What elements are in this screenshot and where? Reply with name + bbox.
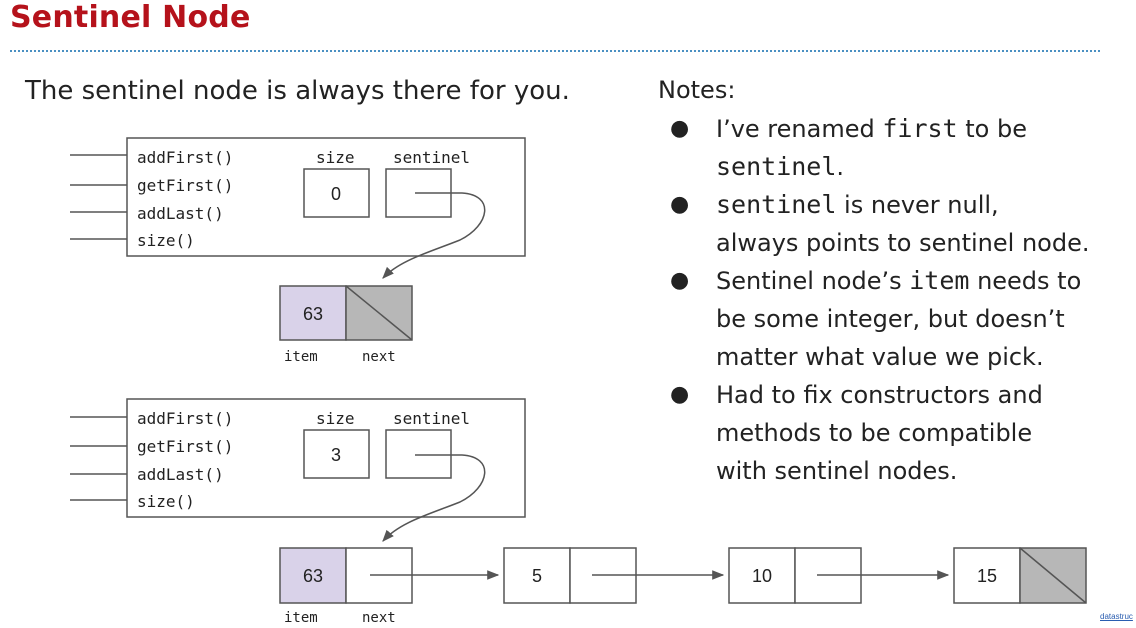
note-code: sentinel bbox=[716, 190, 837, 219]
citation-link[interactable]: datastruc bbox=[1100, 612, 1133, 621]
node-item-cell bbox=[953, 547, 1021, 604]
note-text: methods to be compatible bbox=[716, 419, 1033, 447]
size-field-box bbox=[303, 429, 370, 479]
note-text: be some integer, but doesn’t bbox=[716, 305, 1065, 333]
node-item-cell bbox=[728, 547, 796, 604]
next-label: next bbox=[362, 349, 396, 365]
sentinel-item-cell bbox=[279, 285, 347, 341]
note-text: to be bbox=[957, 115, 1027, 143]
sentinel-pointer-arrow bbox=[382, 192, 486, 279]
notes-list: ● I’ve renamed first to be sentinel. ● s… bbox=[658, 110, 1128, 490]
note-code: sentinel bbox=[716, 152, 837, 181]
item-label: item bbox=[284, 610, 318, 626]
notes-panel: Notes: ● I’ve renamed first to be sentin… bbox=[658, 76, 1128, 490]
bullet-icon: ● bbox=[670, 268, 690, 293]
sentinel-field-box bbox=[385, 429, 452, 479]
note-text: Had to fix constructors and bbox=[716, 381, 1043, 409]
sentinel-field-label: sentinel bbox=[393, 409, 470, 428]
node-item-value: 5 bbox=[532, 566, 542, 586]
note-text: needs to bbox=[969, 267, 1082, 295]
method-label: addLast() bbox=[137, 204, 224, 223]
note-text: Sentinel node’s bbox=[716, 267, 910, 295]
note-code: item bbox=[909, 266, 970, 295]
sentinel-item-cell bbox=[279, 547, 347, 604]
note-text: I’ve renamed bbox=[716, 115, 883, 143]
note-item-4: ● Had to fix constructors and methods to… bbox=[658, 376, 1128, 490]
note-item-3: ● Sentinel node’s item needs to be some … bbox=[658, 262, 1128, 376]
bullet-icon: ● bbox=[670, 382, 690, 407]
size-value: 3 bbox=[331, 445, 341, 465]
method-label: getFirst() bbox=[137, 176, 233, 195]
note-item-1: ● I’ve renamed first to be sentinel. bbox=[658, 110, 1128, 186]
note-text: . bbox=[836, 153, 845, 181]
note-text: with sentinel nodes. bbox=[716, 457, 958, 485]
note-text: always points to sentinel node. bbox=[716, 229, 1090, 257]
note-code: first bbox=[882, 114, 958, 143]
sentinel-item-value: 63 bbox=[303, 304, 323, 324]
node-item-value: 15 bbox=[977, 566, 997, 586]
method-label: addFirst() bbox=[137, 148, 233, 167]
bullet-icon: ● bbox=[670, 116, 690, 141]
sentinel-field-label: sentinel bbox=[393, 148, 470, 167]
size-field-label: size bbox=[316, 409, 355, 428]
size-field-box bbox=[303, 168, 370, 218]
size-field-label: size bbox=[316, 148, 355, 167]
item-label: item bbox=[284, 349, 318, 365]
notes-heading: Notes: bbox=[658, 76, 736, 104]
node-item-value: 10 bbox=[752, 566, 772, 586]
method-label: addFirst() bbox=[137, 409, 233, 428]
next-label: next bbox=[362, 610, 396, 626]
note-text: is never null, bbox=[836, 191, 999, 219]
null-slash bbox=[1019, 547, 1087, 604]
node-item-value: 63 bbox=[303, 566, 323, 586]
sentinel-pointer-arrow bbox=[382, 454, 486, 542]
title-divider bbox=[10, 50, 1100, 52]
null-slash bbox=[345, 285, 413, 341]
note-item-2: ● sentinel is never null, always points … bbox=[658, 186, 1128, 262]
note-text: matter what value we pick. bbox=[716, 343, 1044, 371]
size-value: 0 bbox=[331, 184, 341, 204]
method-label: getFirst() bbox=[137, 437, 233, 456]
page-title: Sentinel Node bbox=[10, 0, 251, 35]
sllist-diagram-empty: addFirst() getFirst() addLast() size() s… bbox=[70, 137, 526, 365]
method-label: size() bbox=[137, 231, 195, 250]
method-label: size() bbox=[137, 492, 195, 511]
bullet-icon: ● bbox=[670, 192, 690, 217]
node-item-cell bbox=[503, 547, 571, 604]
sllist-diagram-three-items: addFirst() getFirst() addLast() size() s… bbox=[70, 398, 1087, 626]
method-label: addLast() bbox=[137, 465, 224, 484]
intro-text: The sentinel node is always there for yo… bbox=[25, 76, 570, 106]
